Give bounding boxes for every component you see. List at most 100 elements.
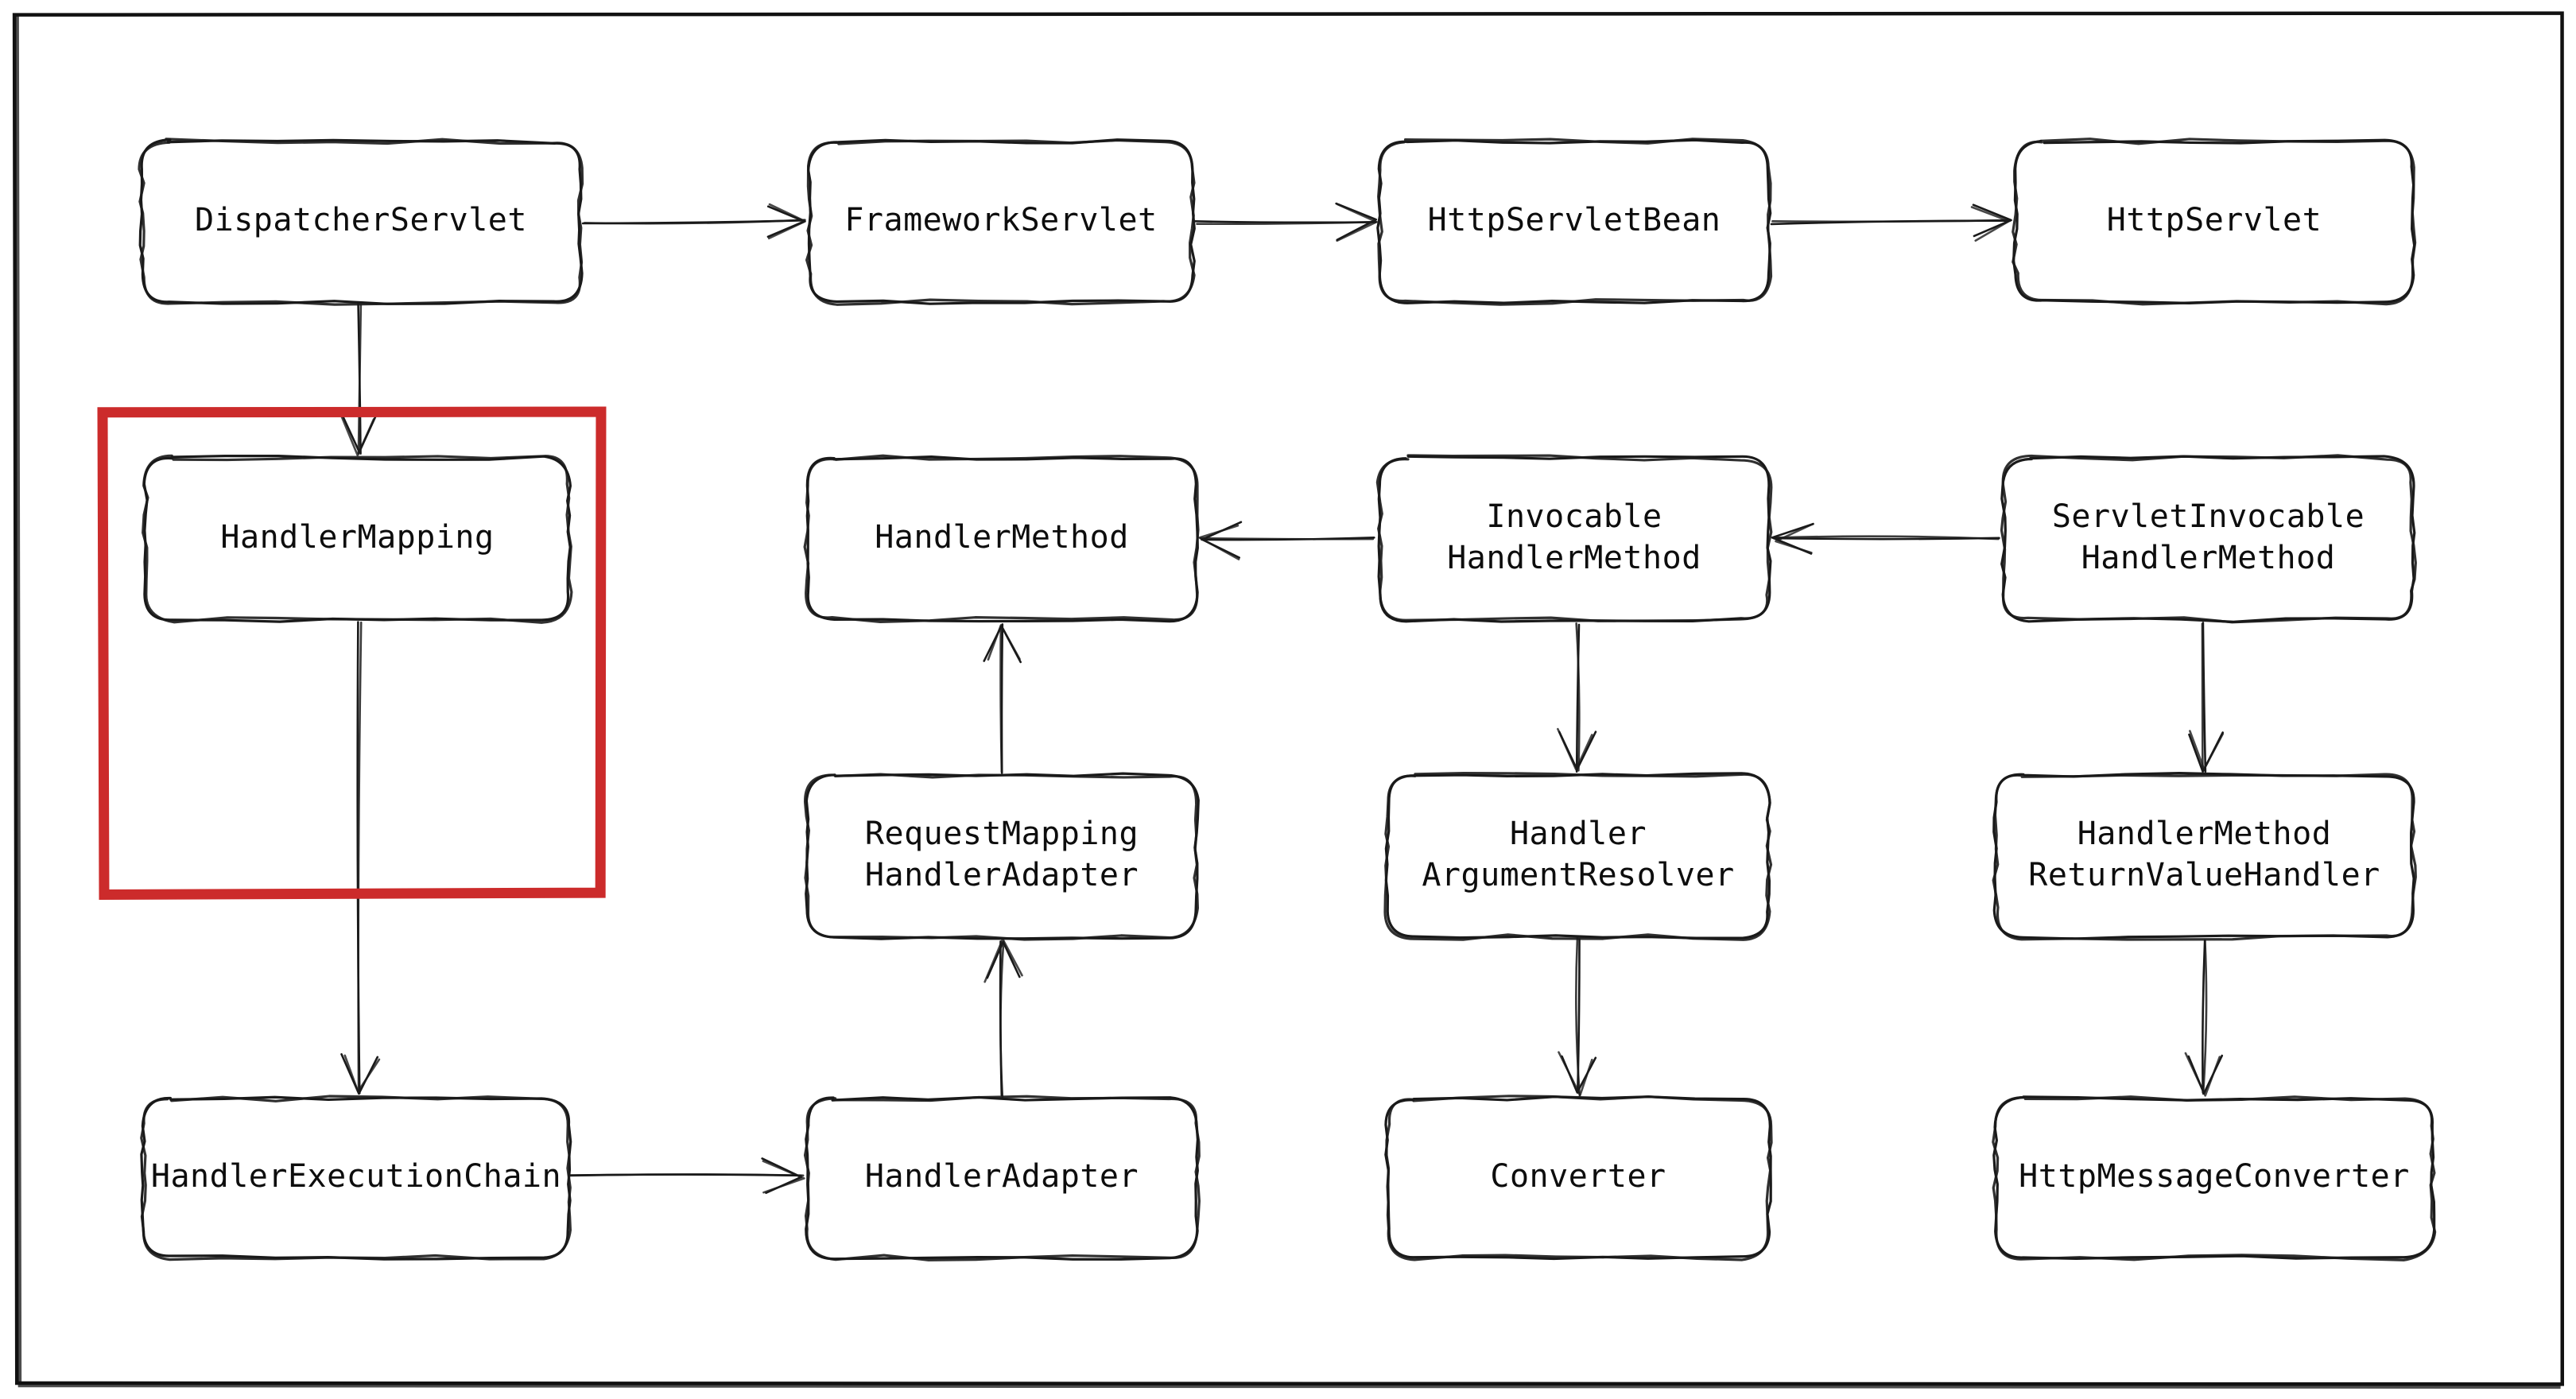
edge-handlermapping-to-chain-arrowhead-icon <box>340 1052 379 1095</box>
node-background <box>1387 775 1769 937</box>
node-outline-second-pass <box>2012 138 2417 306</box>
node-label: Converter <box>1490 1158 1666 1195</box>
node-outline-second-pass <box>803 454 1200 624</box>
node-outline-second-pass <box>138 138 584 306</box>
node-http-servlet[interactable]: HttpServlet <box>2012 138 2417 306</box>
node-background <box>1387 1099 1769 1258</box>
node-label-line: HandlerAdapter <box>865 857 1139 893</box>
node-background <box>2004 458 2413 620</box>
node-handler-method[interactable]: HandlerMethod <box>803 454 1200 624</box>
edge-chain-to-adapter <box>568 1157 805 1195</box>
node-label-line: FrameworkServlet <box>844 202 1157 238</box>
node-label-line: HandlerMethod <box>2081 540 2336 576</box>
node-label: HandlerMethod <box>875 519 1129 556</box>
node-background <box>1996 1099 2433 1258</box>
node-outline-second-pass <box>1375 454 1773 622</box>
node-layer: DispatcherServlet FrameworkServlet HttpSer… <box>138 138 2437 1261</box>
node-converter[interactable]: Converter <box>1384 1095 1773 1261</box>
edge-adapter-to-rmha <box>983 938 1023 1099</box>
highlight-layer <box>97 406 607 900</box>
node-label-line: HandlerMapping <box>220 519 494 556</box>
node-http-servlet-bean[interactable]: HttpServletBean <box>1376 138 1773 306</box>
node-label-line: HttpServletBean <box>1428 202 1721 238</box>
edge-argresolver-to-converter <box>1558 937 1597 1097</box>
node-label-line: HandlerMethod <box>875 519 1129 556</box>
node-outline-second-pass <box>140 1095 572 1261</box>
edge-servlet-invocable-to-returnvalue <box>2188 622 2225 773</box>
node-outline-second-pass <box>1992 1095 2437 1261</box>
node-outline-second-pass <box>2000 454 2417 624</box>
node-background <box>807 775 1197 937</box>
node-label: HttpMessageConverter <box>2019 1158 2410 1195</box>
node-label-line: Handler <box>1510 816 1647 852</box>
edge-dispatcher-to-framework <box>581 203 806 240</box>
node-label-line: Invocable <box>1486 498 1662 535</box>
node-background <box>807 458 1197 620</box>
node-background <box>1379 141 1769 302</box>
node-label-line: HandlerMethod <box>2077 816 2332 852</box>
node-background <box>809 141 1193 302</box>
edge-returnvalue-to-httpmsgconverter <box>2184 939 2224 1097</box>
diagram-outer-frame <box>12 11 2564 1386</box>
node-background <box>143 1099 569 1258</box>
edge-layer <box>339 202 2225 1195</box>
node-handler-mapping[interactable]: HandlerMapping <box>142 454 573 624</box>
node-framework-servlet[interactable]: FrameworkServlet <box>805 138 1196 306</box>
edge-bean-to-httpservlet <box>1770 203 2012 242</box>
handler-mapping-highlight <box>97 406 607 900</box>
node-handler-execution-chain[interactable]: HandlerExecutionChain <box>140 1095 572 1261</box>
outer-frame <box>12 11 2564 1389</box>
node-label-line: HandlerExecutionChain <box>151 1158 561 1195</box>
node-label: HandlerAdapter <box>865 1158 1139 1195</box>
node-background <box>1379 458 1769 620</box>
node-outline-second-pass <box>1385 1095 1773 1261</box>
node-label-line: RequestMapping <box>865 816 1139 852</box>
node-http-message-converter[interactable]: HttpMessageConverter <box>1992 1095 2437 1261</box>
edge-invocable-to-argresolver <box>1557 622 1597 773</box>
node-label-line: HttpServlet <box>2107 202 2322 238</box>
node-background <box>2015 141 2413 302</box>
edge-servlet-invocable-to-invocable <box>1771 522 2000 555</box>
node-outline-second-pass <box>1992 773 2417 941</box>
node-outline-second-pass <box>142 454 573 624</box>
node-label-line: ReturnValueHandler <box>2028 857 2380 893</box>
node-background <box>1996 775 2413 937</box>
node-dispatcher-servlet[interactable]: DispatcherServlet <box>138 138 584 306</box>
node-label: HttpServletBean <box>1428 202 1721 238</box>
node-outline-second-pass <box>1383 772 1773 941</box>
edge-dispatcher-to-handlermapping <box>339 302 378 457</box>
edge-framework-to-bean <box>1193 202 1378 242</box>
node-outline-second-pass <box>1377 138 1773 306</box>
node-background <box>142 141 580 302</box>
node-label-line: HandlerAdapter <box>865 1158 1139 1195</box>
diagram-outer-frame-shadow <box>15 14 2561 1389</box>
node-label: FrameworkServlet <box>844 202 1157 238</box>
edge-rmha-to-handlermethod <box>983 623 1022 774</box>
node-label-line: HandlerMethod <box>1447 540 1701 576</box>
node-label-line: HttpMessageConverter <box>2019 1158 2410 1195</box>
node-outline-second-pass <box>803 1095 1201 1261</box>
node-label: DispatcherServlet <box>195 202 527 238</box>
node-label-line: ServletInvocable <box>2052 498 2365 535</box>
node-handler-adapter[interactable]: HandlerAdapter <box>803 1095 1201 1261</box>
node-background <box>145 458 569 620</box>
node-label-line: Converter <box>1490 1158 1666 1195</box>
node-label-line: ArgumentResolver <box>1422 857 1734 893</box>
node-label: HttpServlet <box>2107 202 2322 238</box>
edge-handlermapping-to-chain <box>340 621 381 1095</box>
node-label-line: DispatcherServlet <box>195 202 527 238</box>
node-label: HandlerExecutionChain <box>151 1158 561 1195</box>
node-label: HandlerMapping <box>220 519 494 556</box>
node-background <box>807 1099 1197 1258</box>
